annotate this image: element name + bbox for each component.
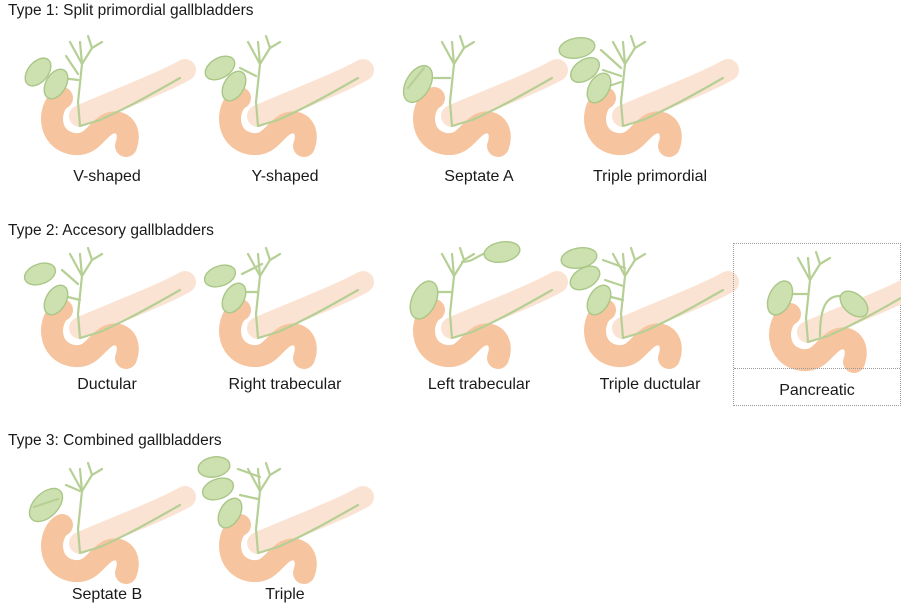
accessory-cystic-duct — [62, 270, 78, 284]
gallbladder — [483, 239, 522, 265]
hepatic-ducts — [798, 252, 830, 280]
pancreas — [452, 70, 557, 116]
diagram-v-shaped: V-shaped — [22, 28, 192, 178]
gallbladder-illustration — [22, 28, 192, 158]
hepatic-ducts — [248, 248, 280, 276]
hepatic-ducts — [248, 36, 280, 64]
diagram-triple-ductular: Triple ductular — [565, 240, 735, 390]
diagram-ductular: Ductular — [22, 240, 192, 390]
caption-septate-b: Septate B — [22, 586, 192, 604]
gallbladder-illustration — [200, 455, 370, 585]
pancreas — [258, 282, 363, 328]
diagram-septate-a: Septate A — [394, 28, 564, 178]
accessory-cystic-duct — [603, 260, 625, 268]
diagram-right-trabecular: Right trabecular — [200, 240, 370, 390]
diagram-y-shaped: Y-shaped — [200, 28, 370, 178]
gallbladder-illustration — [22, 455, 192, 585]
pancreas — [623, 282, 728, 328]
pancreas — [452, 282, 557, 328]
cystic-duct — [240, 495, 258, 499]
caption-y-shaped: Y-shaped — [200, 168, 370, 186]
gallbladder-illustration — [394, 28, 564, 158]
caption-divider — [734, 368, 900, 369]
section-title-type-1: Type 1: Split primordial gallbladders — [8, 2, 254, 20]
caption-right-trabecular: Right trabecular — [200, 376, 370, 394]
caption-triple-primordial: Triple primordial — [565, 168, 735, 186]
gallbladder-illustration — [22, 240, 192, 370]
pancreas — [258, 70, 363, 116]
gallbladder-illustration — [565, 28, 735, 158]
pancreas — [258, 497, 363, 543]
hepatic-ducts — [70, 248, 102, 276]
cystic-duct — [66, 485, 80, 491]
cystic-duct — [66, 56, 78, 74]
caption-septate-a: Septate A — [394, 168, 564, 186]
caption-triple-ductular: Triple ductular — [565, 376, 735, 394]
pancreas — [623, 70, 728, 116]
diagram-pancreatic: Pancreatic — [733, 243, 901, 406]
gallbladder-illustration — [200, 28, 370, 158]
gallbladder-illustration — [200, 240, 370, 370]
gallbladder-illustration — [750, 244, 901, 374]
diagram-triple-primordial: Triple primordial — [565, 28, 735, 178]
section-title-type-3: Type 3: Combined gallbladders — [8, 432, 222, 450]
hepatic-ducts — [70, 463, 102, 491]
hepatic-ducts — [442, 36, 474, 64]
gallbladder — [22, 259, 59, 289]
accessory-cystic-duct — [605, 280, 623, 286]
pancreas — [80, 497, 185, 543]
section-title-type-2: Type 2: Accesory gallbladders — [8, 222, 214, 240]
pancreas — [80, 70, 185, 116]
hepatic-ducts — [613, 248, 645, 276]
caption-ductular: Ductular — [22, 376, 192, 394]
hepatic-ducts — [248, 463, 280, 491]
diagram-left-trabecular: Left trabecular — [394, 240, 564, 390]
caption-v-shaped: V-shaped — [22, 168, 192, 186]
caption-left-trabecular: Left trabecular — [394, 376, 564, 394]
hepatic-ducts — [613, 36, 645, 64]
pancreas — [80, 282, 185, 328]
diagram-triple: Triple — [200, 455, 370, 605]
hepatic-ducts — [442, 248, 474, 276]
gallbladder-illustration — [394, 240, 564, 370]
gallbladder — [197, 454, 232, 479]
hepatic-ducts — [70, 36, 102, 64]
gallbladder-illustration — [565, 240, 735, 370]
caption-pancreatic: Pancreatic — [734, 382, 900, 400]
caption-triple: Triple — [200, 586, 370, 604]
diagram-septate-b: Septate B — [22, 455, 192, 605]
